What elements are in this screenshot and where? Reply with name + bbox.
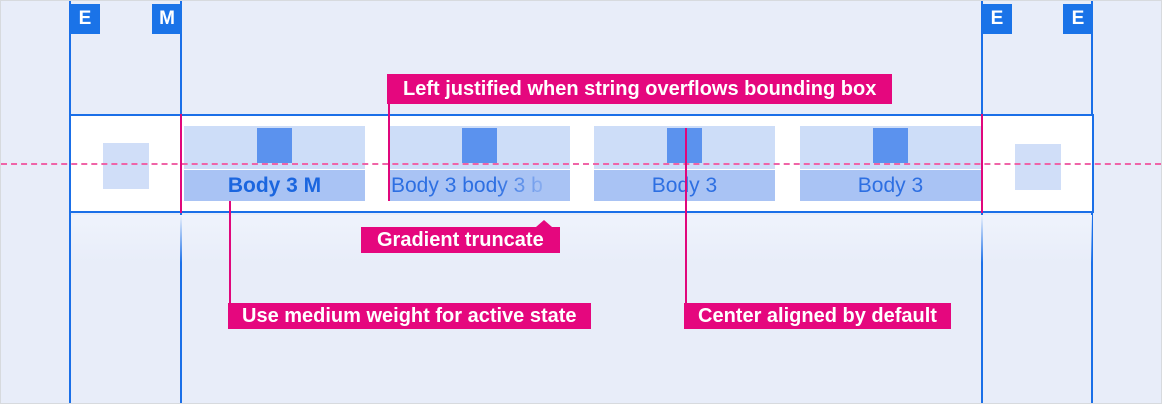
leading-edge-square [103, 143, 149, 189]
spacing-marker-e-right-inner: E [982, 4, 1012, 34]
annotation-medium-weight: Use medium weight for active state [228, 303, 591, 329]
spacing-marker-e-left: E [70, 4, 100, 34]
trailing-edge-square [1015, 144, 1061, 190]
leader-line-active [229, 201, 231, 304]
vertical-center-dashed-line [1, 163, 1161, 165]
content-right-boundary-line [981, 114, 983, 213]
leader-line-overflow [388, 104, 390, 201]
spacing-marker-m: M [152, 4, 182, 34]
spacing-marker-e-right-outer: E [1063, 4, 1093, 34]
annotation-gradient-truncate-text: Gradient truncate [377, 229, 544, 251]
annotation-left-justified: Left justified when string overflows bou… [387, 74, 893, 104]
annotation-gradient-truncate: Gradient truncate [361, 220, 560, 253]
callout-tail-up-arrow [535, 220, 552, 227]
content-left-boundary-line [180, 114, 182, 213]
annotation-center-aligned: Center aligned by default [684, 303, 951, 329]
tab-bar-shadow [71, 215, 1092, 263]
leader-line-center [685, 128, 687, 304]
